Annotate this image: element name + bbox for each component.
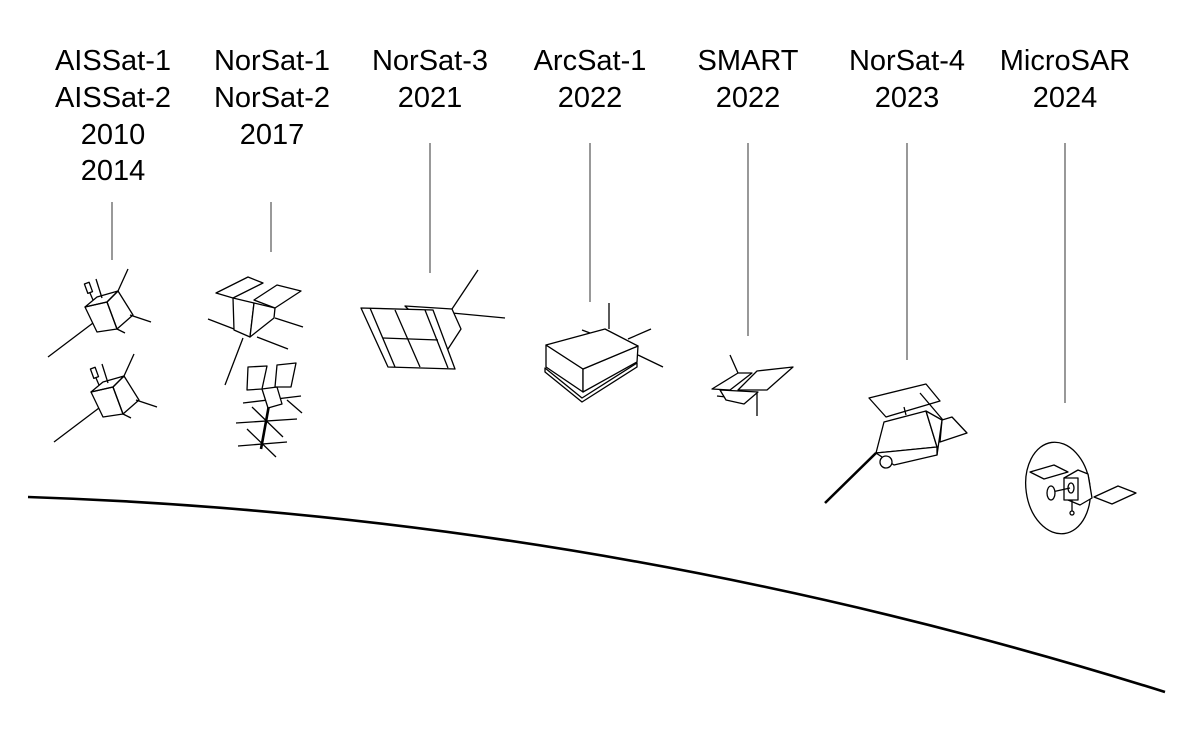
label-line: MicroSAR [1000,45,1131,77]
label-microsar: MicroSAR 2024 [1000,45,1131,114]
label-line: AISSat-2 [55,82,171,114]
norsat-1-satellite-icon [207,276,304,386]
label-norsat-4: NorSat-4 2023 [849,45,965,114]
norsat-4-satellite-icon [824,383,968,504]
label-line: 2022 [558,82,623,114]
label-line: SMART [698,45,799,77]
norsat-2-satellite-icon [235,362,303,458]
label-smart: SMART 2022 [698,45,799,114]
earth-horizon-curve [27,495,1166,694]
label-line: 2023 [875,82,940,114]
label-line: NorSat-4 [849,45,965,77]
label-line: NorSat-3 [372,45,488,77]
smart-satellite-icon [711,354,794,416]
label-line: 2024 [1033,82,1098,114]
label-aissat: AISSat-1 AISSat-2 2010 2014 [55,45,171,187]
aissat-1-satellite-icon [47,268,152,358]
aissat-2-satellite-icon [53,353,158,443]
label-norsat-3: NorSat-3 2021 [372,45,488,114]
label-line: NorSat-1 [214,45,330,77]
label-line: 2021 [398,82,463,114]
label-line: 2014 [81,155,146,187]
norsat-3-satellite-icon [360,269,506,370]
arcsat-1-satellite-icon [544,303,664,403]
label-line: ArcSat-1 [534,45,647,77]
label-line: AISSat-1 [55,45,171,77]
label-line: 2010 [81,119,146,151]
label-line: 2017 [240,119,305,151]
label-norsat-1-2: NorSat-1 NorSat-2 2017 [214,45,330,151]
microsar-satellite-icon [1025,441,1137,535]
label-line: NorSat-2 [214,82,330,114]
label-line: 2022 [716,82,781,114]
label-arcsat-1: ArcSat-1 2022 [534,45,647,114]
